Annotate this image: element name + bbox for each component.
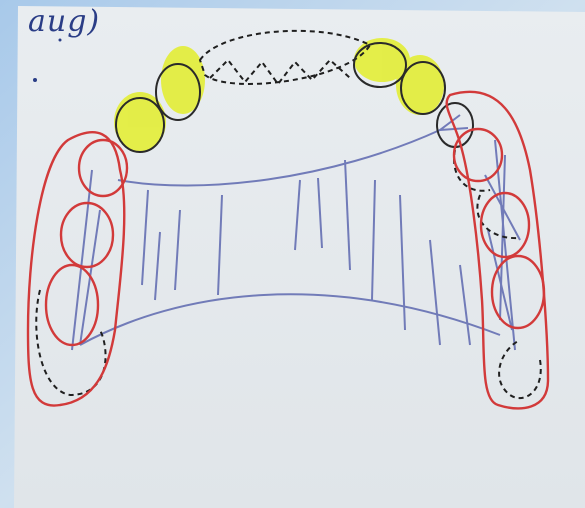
- handwritten-note: aug): [28, 4, 100, 39]
